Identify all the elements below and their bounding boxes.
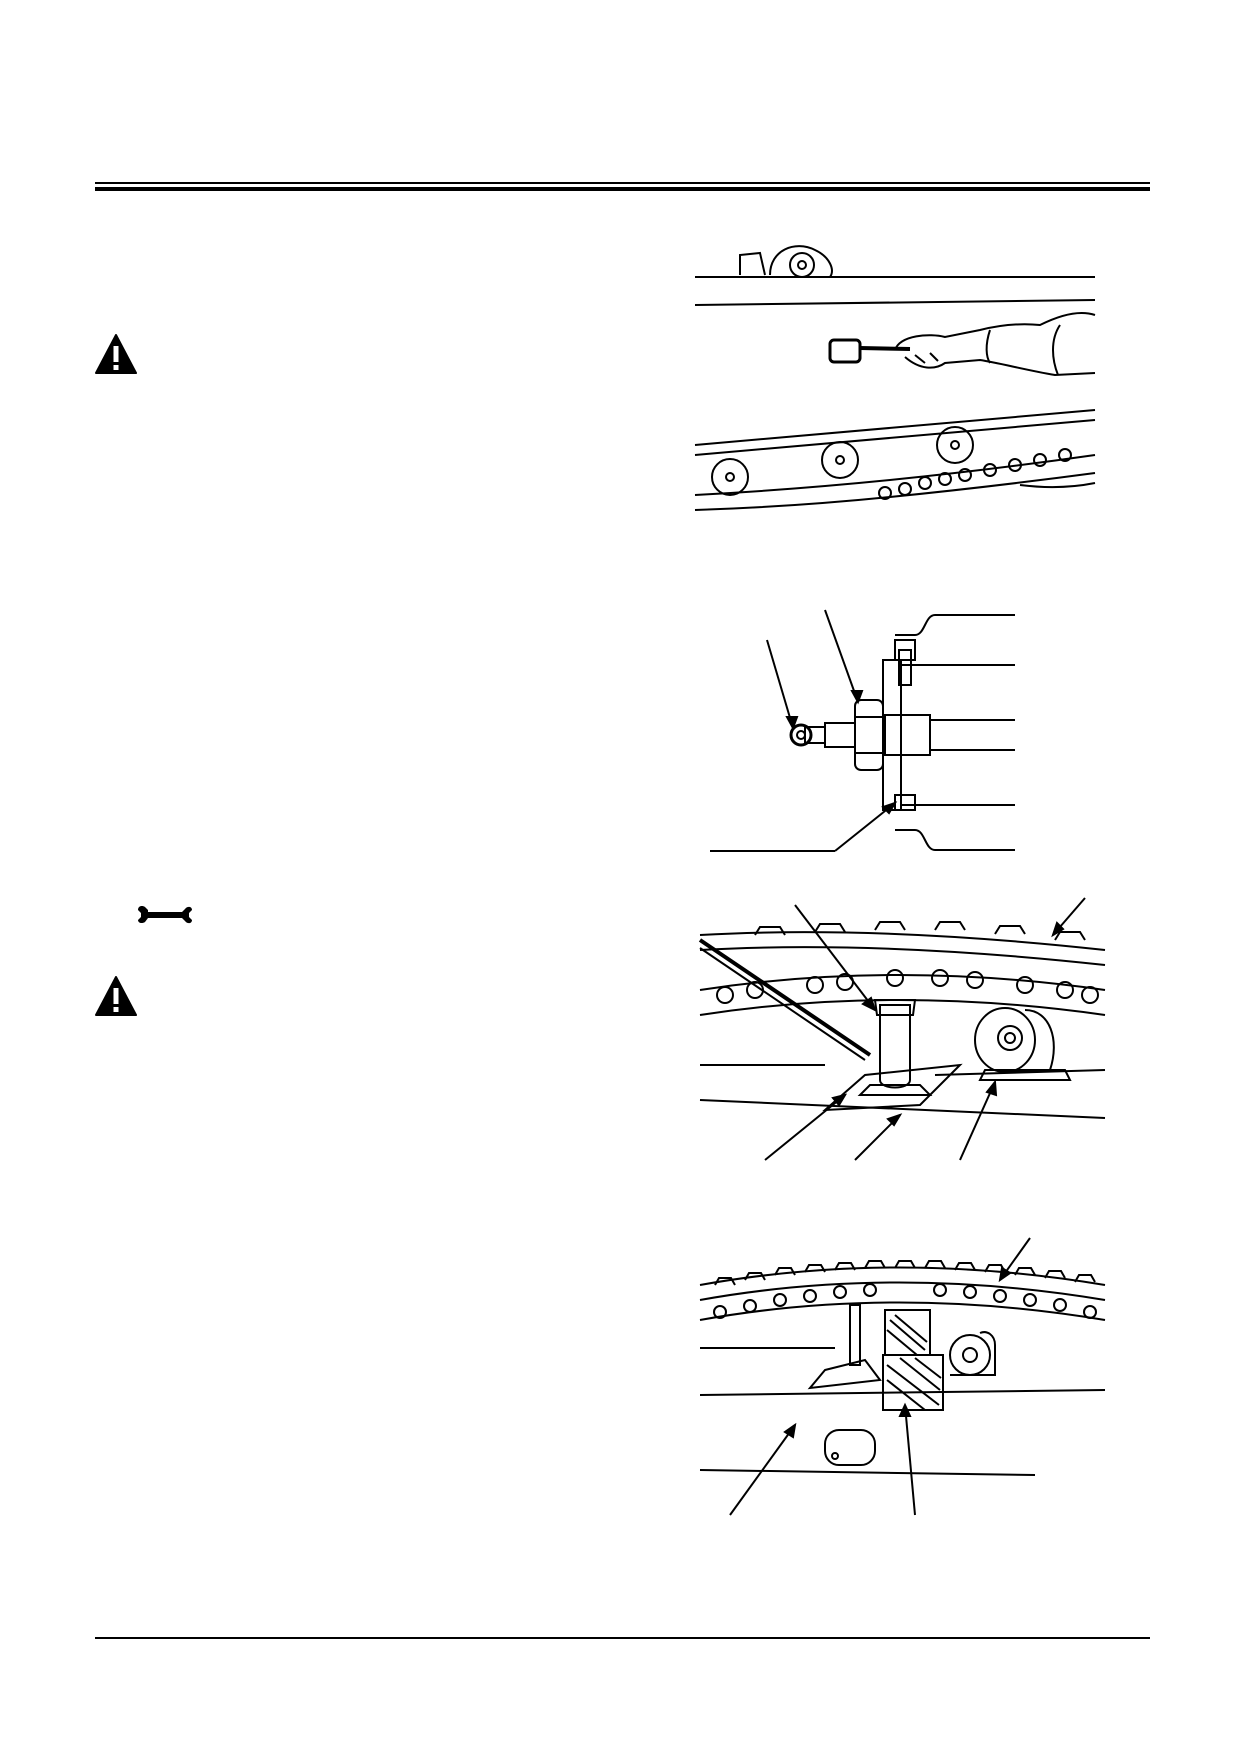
warning-triangle-icon: [94, 333, 138, 375]
figure-track-jack: [695, 890, 1115, 1170]
header-rule-thick: [95, 187, 1150, 191]
figure-grease-fitting: [705, 605, 1025, 865]
warning-triangle-icon: [94, 975, 138, 1017]
footer-rule: [95, 1637, 1150, 1639]
wrench-icon: [136, 904, 194, 926]
figure-track-blocks: [695, 1230, 1115, 1520]
figure-track-inspection: [690, 245, 1110, 515]
header-rule-thin: [95, 182, 1150, 184]
